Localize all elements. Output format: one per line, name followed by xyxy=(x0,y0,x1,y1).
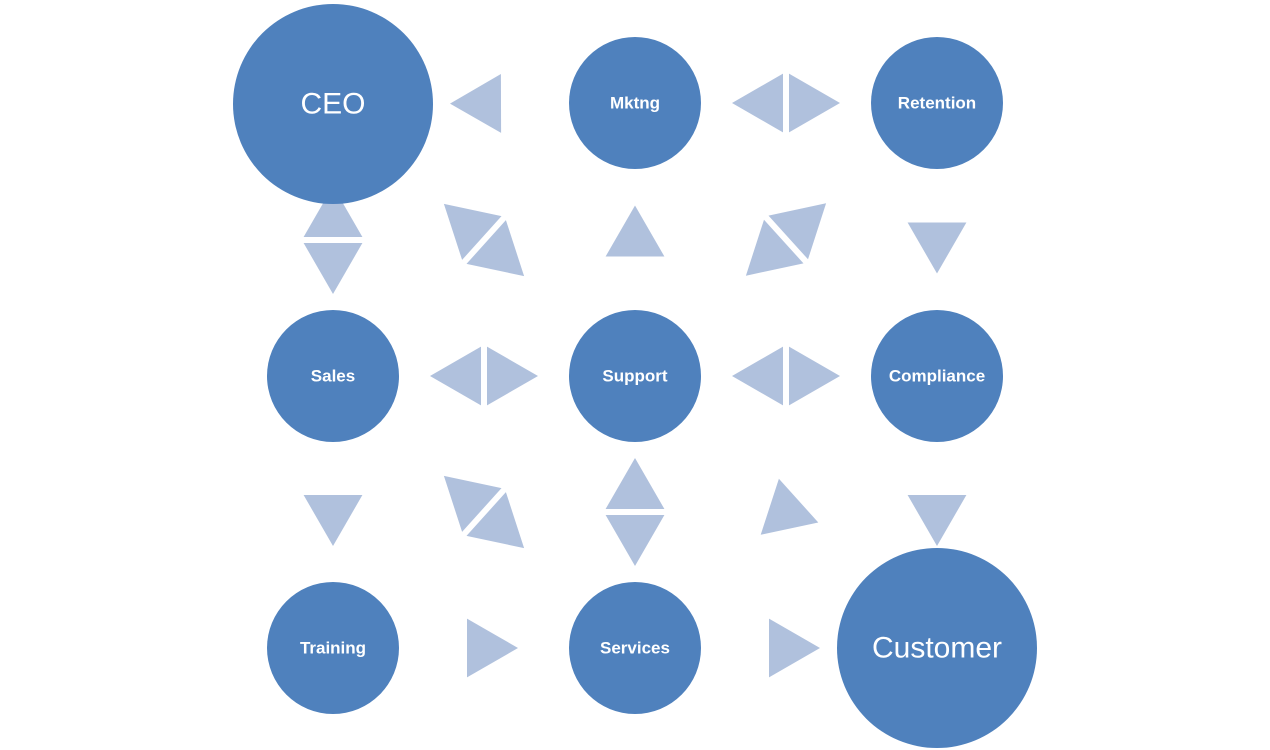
arrow-sales-to-training xyxy=(303,495,363,546)
node-support-label: Support xyxy=(602,367,667,386)
arrow-support-to-retention xyxy=(768,203,827,260)
node-customer-circle xyxy=(837,548,1037,748)
node-retention-circle xyxy=(871,37,1003,169)
arrow-support-to-ceo xyxy=(443,203,502,260)
node-training-label: Training xyxy=(300,639,366,658)
arrow-services-to-sales xyxy=(443,475,502,532)
arrow-support-to-services xyxy=(605,515,665,566)
arrow-mktng-to-ceo xyxy=(450,74,502,133)
arrow-mktng-to-retention xyxy=(789,73,840,133)
node-mktng-circle xyxy=(569,37,701,169)
arrow-compliance-to-support xyxy=(732,346,783,406)
node-ceo-circle xyxy=(233,4,433,204)
arrow-sales-to-ceo xyxy=(303,186,363,237)
node-mktng: Mktng xyxy=(569,37,701,169)
arrow-support-to-mktng xyxy=(605,205,665,257)
node-sales: Sales xyxy=(267,310,399,442)
node-training: Training xyxy=(267,582,399,714)
arrow-sales-to-services xyxy=(466,492,525,549)
node-support-circle xyxy=(569,310,701,442)
arrows-layer xyxy=(303,73,967,678)
node-retention-label: Retention xyxy=(898,94,976,113)
node-retention: Retention xyxy=(871,37,1003,169)
arrow-retention-to-compliance xyxy=(907,222,967,274)
node-sales-circle xyxy=(267,310,399,442)
node-ceo-label: CEO xyxy=(300,88,365,121)
node-training-circle xyxy=(267,582,399,714)
node-services: Services xyxy=(569,582,701,714)
arrow-support-to-sales xyxy=(430,346,481,406)
node-support: Support xyxy=(569,310,701,442)
node-ceo: CEO xyxy=(233,4,433,204)
node-sales-label: Sales xyxy=(311,367,355,386)
node-compliance-circle xyxy=(871,310,1003,442)
arrow-compliance-to-services xyxy=(760,478,819,535)
arrow-training-to-services xyxy=(467,618,518,678)
node-services-circle xyxy=(569,582,701,714)
node-compliance: Compliance xyxy=(871,310,1003,442)
node-services-label: Services xyxy=(600,639,670,658)
arrow-compliance-to-customer xyxy=(907,495,967,546)
arrow-ceo-to-sales xyxy=(303,243,363,294)
node-compliance-label: Compliance xyxy=(889,367,985,386)
node-mktng-label: Mktng xyxy=(610,94,660,113)
arrow-services-to-customer xyxy=(769,618,820,678)
node-customer: Customer xyxy=(837,548,1037,748)
arrow-sales-to-support xyxy=(487,346,538,406)
arrow-services-to-support xyxy=(605,458,665,509)
arrow-support-to-compliance xyxy=(789,346,840,406)
arrow-ceo-to-support xyxy=(466,220,525,277)
node-customer-label: Customer xyxy=(872,632,1002,665)
arrow-retention-to-support xyxy=(745,219,804,276)
arrow-retention-to-mktng xyxy=(732,73,783,133)
